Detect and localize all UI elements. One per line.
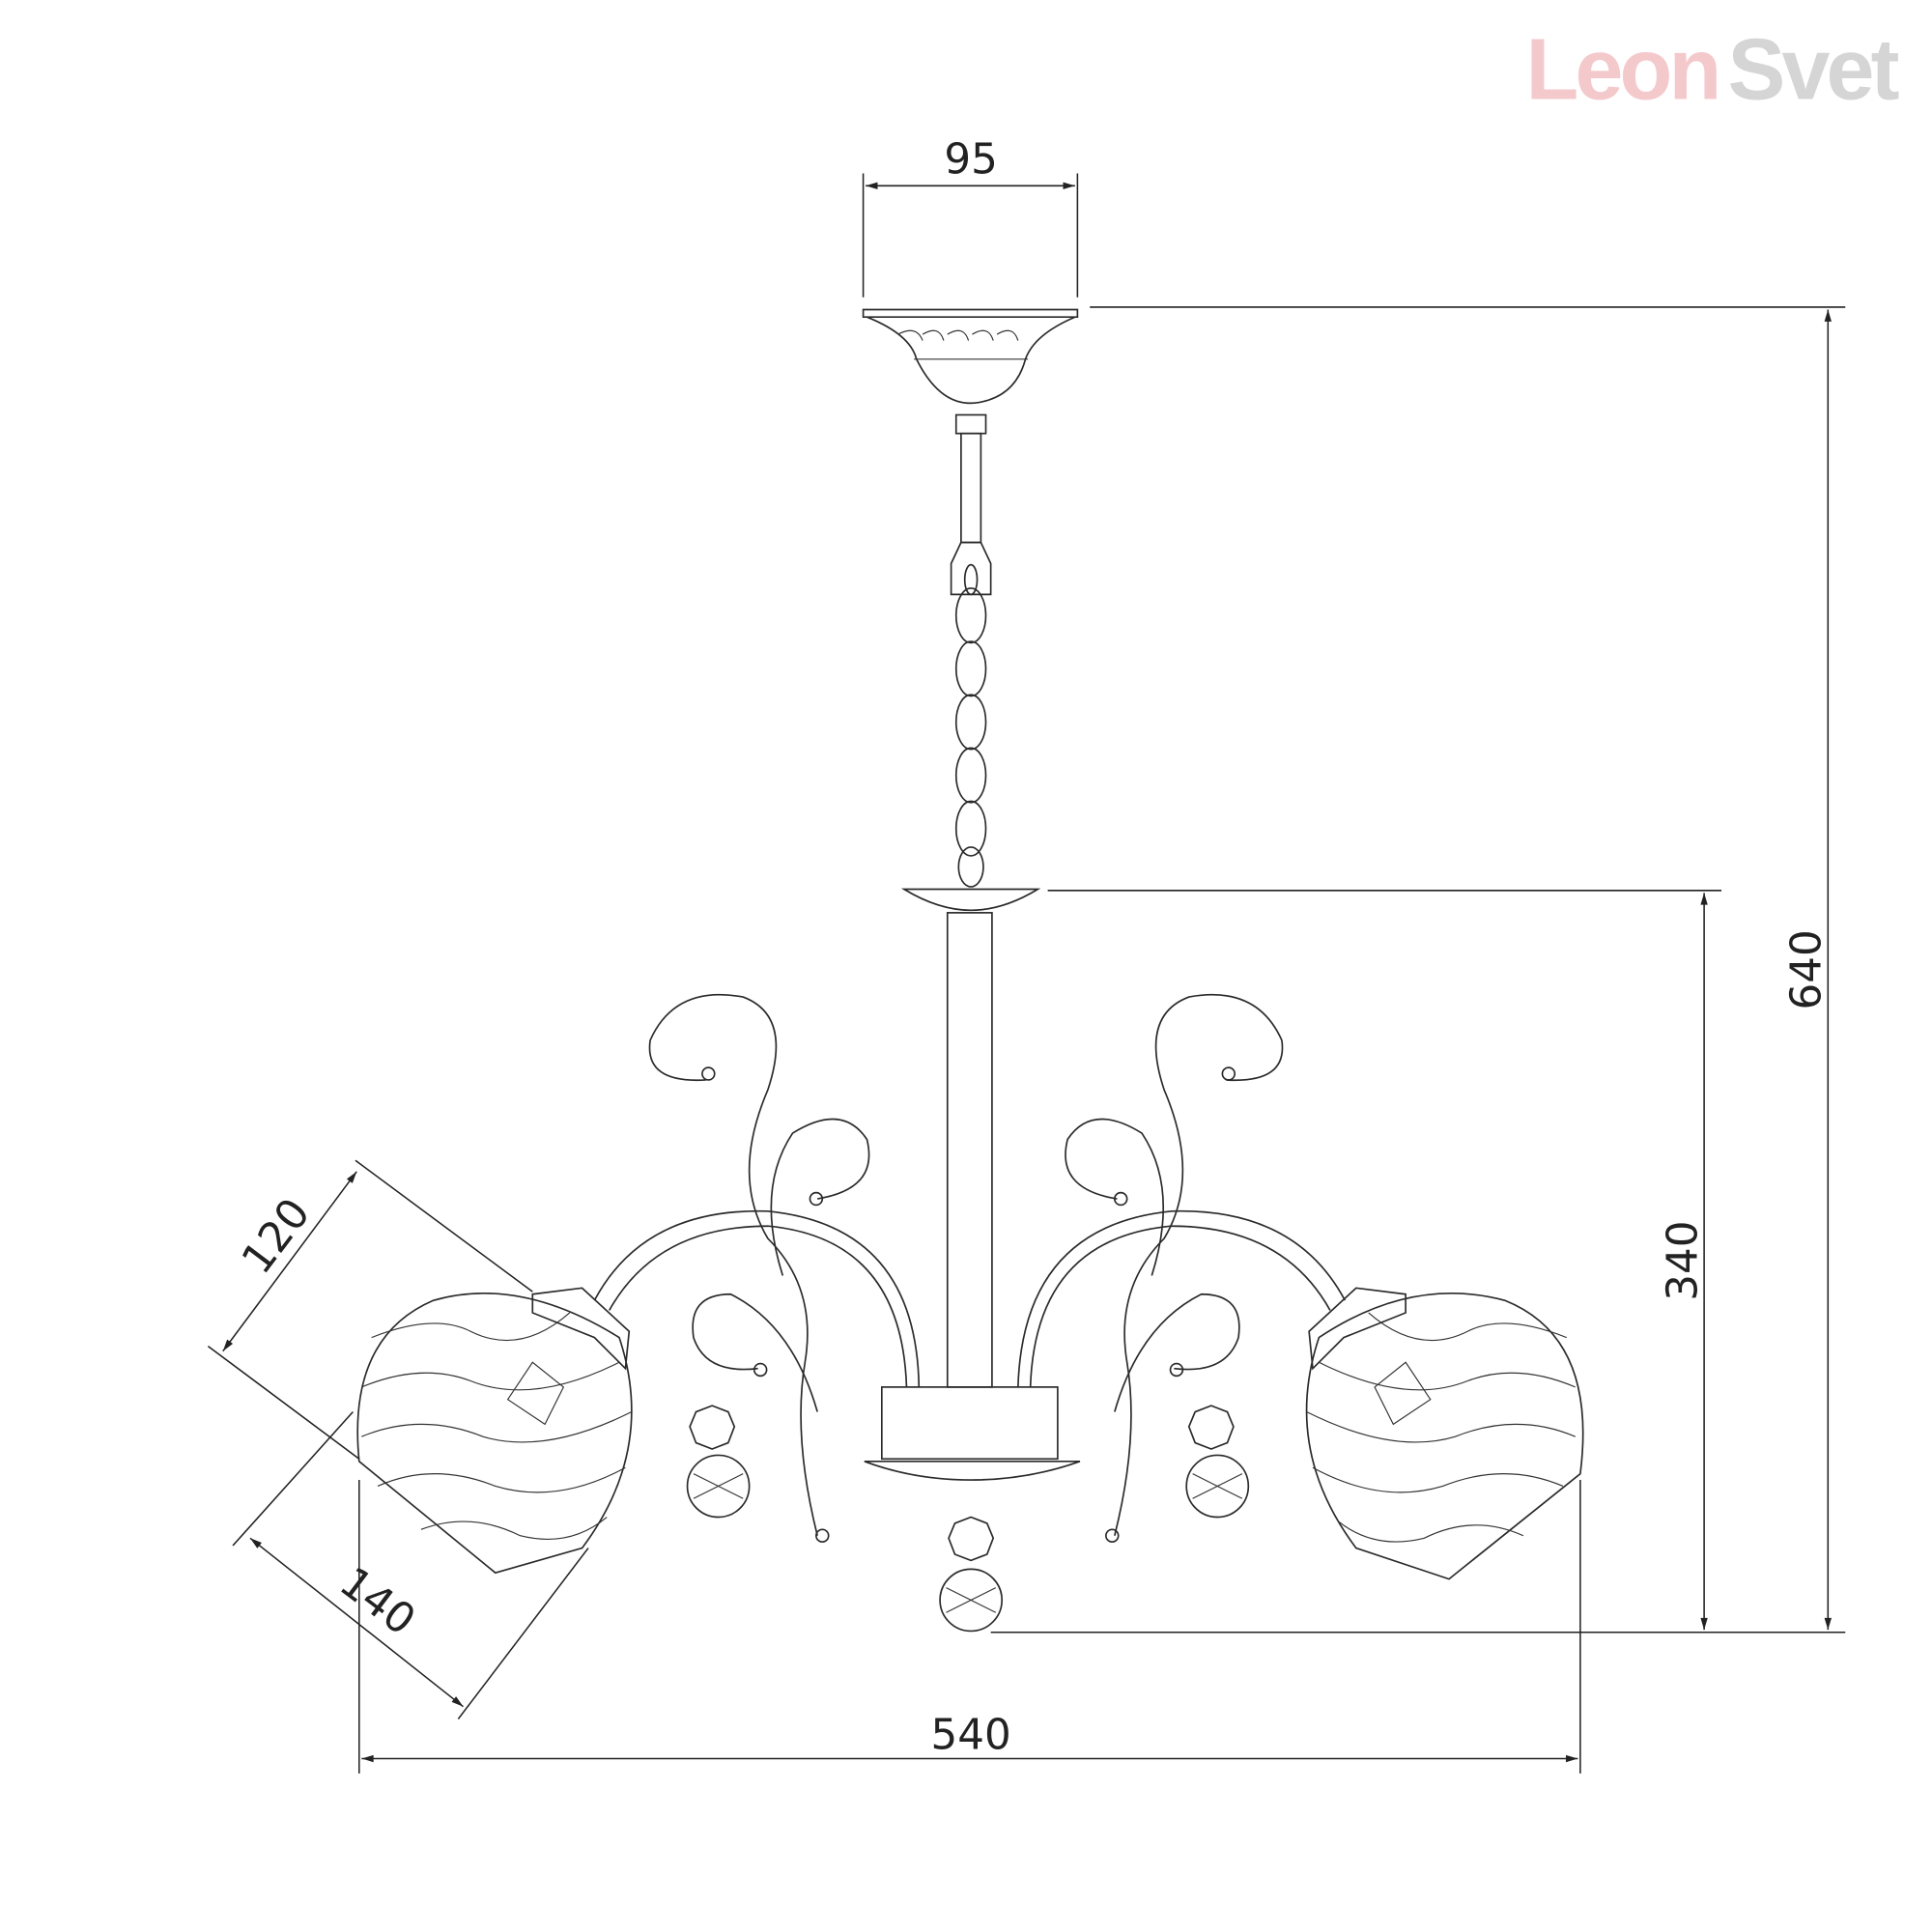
- dim-body-height: 340: [1047, 890, 1722, 1631]
- logo-svet: Svet: [1727, 22, 1898, 119]
- ceiling-canopy: [862, 308, 1079, 596]
- dim-label-340: 340: [1659, 1221, 1707, 1301]
- logo-leon: Leon: [1525, 22, 1718, 119]
- dim-label-540: 540: [931, 1711, 1011, 1759]
- chain: [954, 563, 987, 888]
- dim-shade-height: 120: [207, 1159, 533, 1460]
- dim-canopy-width: 95: [862, 135, 1079, 298]
- crystal-pendants: [686, 1405, 1250, 1633]
- dim-label-640: 640: [1783, 929, 1832, 1009]
- dim-shade-width: 140: [232, 1411, 589, 1719]
- dim-label-120: 120: [233, 1190, 320, 1284]
- glass-shade-right: [1305, 1287, 1584, 1580]
- dim-label-140: 140: [330, 1558, 424, 1645]
- brand-logo: Leon Svet: [1525, 22, 1902, 119]
- dim-total-width: 540: [358, 1480, 1581, 1774]
- dim-label-95: 95: [944, 135, 997, 184]
- chandelier-body: [593, 888, 1347, 1633]
- dim-total-height: 640: [990, 306, 1846, 1634]
- glass-shade-left: [356, 1287, 633, 1575]
